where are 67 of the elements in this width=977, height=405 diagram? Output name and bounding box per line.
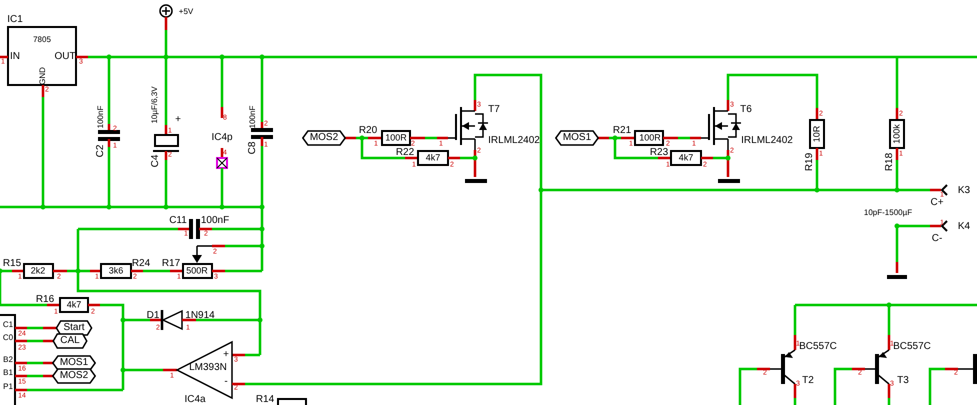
part-label: C- bbox=[932, 234, 942, 244]
part-label: K4 bbox=[958, 222, 970, 232]
part-label: T2 bbox=[802, 376, 814, 386]
value-label: C0 bbox=[2, 334, 14, 342]
part-label: T6 bbox=[740, 105, 752, 115]
part-label: + bbox=[223, 350, 229, 360]
part-label: R18 bbox=[885, 152, 895, 172]
part-label: IC1 bbox=[7, 15, 23, 25]
part-label: R20 bbox=[358, 126, 378, 136]
value-label: 100nF bbox=[249, 106, 257, 128]
value-label: 10R bbox=[812, 126, 822, 142]
part-label: OUT bbox=[54, 52, 76, 62]
part-label: T3 bbox=[897, 376, 909, 386]
value-label: 10µF/6,3V bbox=[151, 86, 159, 124]
part-label: IC4p bbox=[211, 133, 233, 143]
value-label: +5V bbox=[178, 8, 194, 16]
part-label: C11 bbox=[169, 216, 187, 226]
net-label: MOS2 bbox=[302, 131, 346, 145]
part-label: K3 bbox=[958, 186, 970, 196]
part-label: R22 bbox=[396, 148, 414, 158]
value-label: 3k6 bbox=[108, 266, 124, 276]
part-label: IN bbox=[10, 52, 20, 62]
part-label: BC557C bbox=[799, 342, 837, 352]
value-label: B1 bbox=[3, 369, 13, 377]
value-label: 500R bbox=[186, 266, 208, 276]
value-label: 4k7 bbox=[66, 300, 82, 310]
part-label: C4 bbox=[151, 154, 161, 168]
part-label: R17 bbox=[162, 259, 180, 269]
part-label: IRLML2402 bbox=[488, 136, 540, 146]
part-label: 1N914 bbox=[185, 311, 215, 321]
part-label: + bbox=[175, 115, 181, 125]
part-label: R24 bbox=[132, 259, 150, 269]
value-label: 100R bbox=[385, 134, 407, 142]
net-label: Start bbox=[56, 321, 92, 335]
part-label: IC4a bbox=[184, 395, 206, 405]
value-label: C1 bbox=[2, 321, 14, 329]
value-label: 10pF-1500µF bbox=[864, 209, 912, 217]
part-label: R19 bbox=[805, 152, 815, 172]
value-label: P1 bbox=[3, 383, 13, 391]
part-label: C2 bbox=[96, 144, 106, 158]
part-label: R14 bbox=[256, 395, 274, 405]
net-label: MOS1 bbox=[52, 356, 96, 370]
value-label: 4k7 bbox=[678, 154, 694, 162]
part-label: C+ bbox=[930, 198, 944, 208]
part-label: T7 bbox=[488, 105, 500, 115]
net-label: MOS1 bbox=[556, 131, 598, 145]
net-label: MOS2 bbox=[52, 369, 96, 383]
value-label: 7805 bbox=[33, 36, 51, 44]
value-label: 100nF bbox=[97, 106, 105, 128]
part-label: D1 bbox=[146, 311, 160, 321]
part-label: 100nF bbox=[200, 216, 230, 226]
value-label: 100R bbox=[639, 134, 661, 142]
value-label: GND bbox=[39, 67, 47, 85]
net-label: CAL bbox=[53, 334, 87, 348]
part-label: R16 bbox=[36, 295, 54, 305]
part-label: R15 bbox=[2, 259, 22, 269]
part-label: - bbox=[224, 377, 228, 387]
value-label: 4k7 bbox=[426, 154, 440, 162]
part-label: C8 bbox=[248, 142, 258, 154]
part-label: BC557C bbox=[893, 342, 931, 352]
value-label: 100k bbox=[892, 124, 902, 144]
part-label: R23 bbox=[650, 148, 668, 158]
value-label: B2 bbox=[3, 356, 13, 364]
part-label: R21 bbox=[612, 126, 632, 136]
part-label: LM393N bbox=[189, 363, 227, 373]
part-label: IRLML2402 bbox=[741, 136, 793, 146]
value-label: 2k2 bbox=[30, 266, 46, 276]
